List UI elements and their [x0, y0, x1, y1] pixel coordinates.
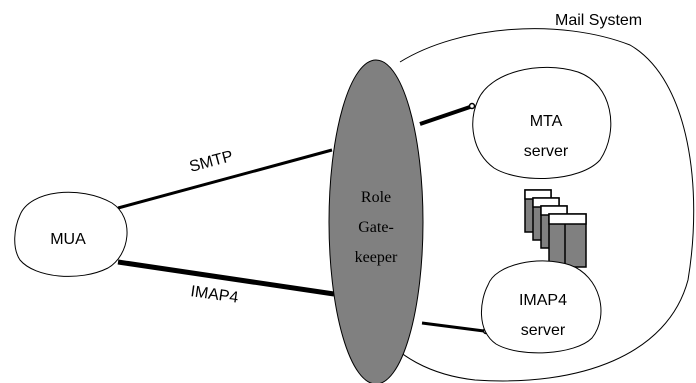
document-stack-icon — [524, 189, 587, 268]
smtp-label: SMTP — [188, 148, 235, 176]
gatekeeper-label-line3: keeper — [355, 249, 398, 266]
gatekeeper-mta-link — [419, 105, 471, 126]
imap4-server-label-line1: IMAP4 — [519, 292, 567, 309]
imap4-server-node — [480, 260, 602, 354]
mta-server-node — [472, 66, 612, 179]
imap4-connection-label: IMAP4 — [189, 283, 239, 307]
imap4-server-label-line2: server — [521, 322, 566, 339]
mail-system-boundary — [379, 28, 695, 382]
mail-system-label: Mail System — [555, 12, 642, 29]
smtp-connection — [117, 148, 333, 210]
mua-node — [14, 191, 128, 277]
mta-label-line2: server — [524, 143, 569, 160]
document-icon — [548, 213, 587, 268]
gatekeeper-label-line2: Gate- — [358, 219, 394, 236]
mta-link-endpoint — [468, 102, 476, 110]
gatekeeper-imap4-link — [421, 321, 485, 333]
imap4-connection — [117, 259, 335, 297]
mta-label-line1: MTA — [530, 113, 563, 130]
role-gatekeeper-node — [328, 59, 424, 383]
gatekeeper-label-line1: Role — [361, 189, 391, 206]
mua-label: MUA — [50, 231, 86, 248]
